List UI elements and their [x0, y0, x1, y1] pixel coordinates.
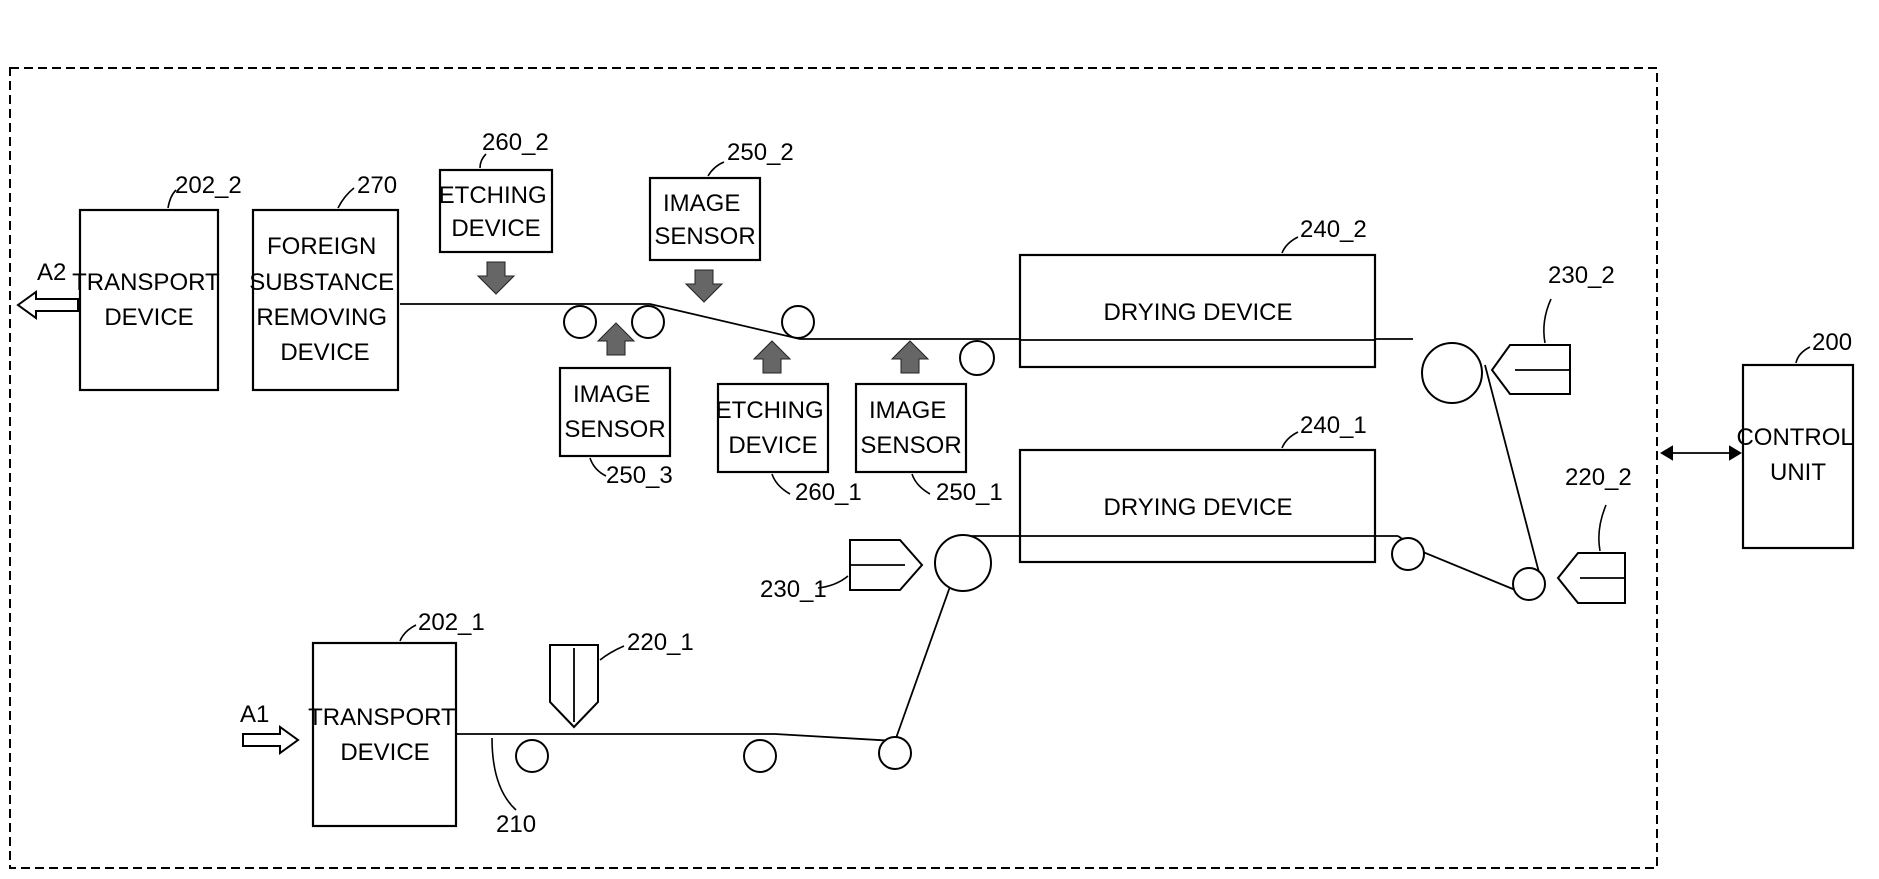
- image-sensor-2: IMAGE SENSOR 250_2: [650, 139, 794, 302]
- ref-230-2: 230_2: [1548, 262, 1615, 289]
- svg-text:DRYING DEVICE: DRYING DEVICE: [1104, 494, 1293, 521]
- roller: [632, 306, 664, 338]
- flow-label-a1: A1: [240, 701, 269, 728]
- arrow-left-icon: [1662, 447, 1672, 459]
- ref-240-2: 240_2: [1300, 216, 1367, 243]
- ref-250-1: 250_1: [936, 479, 1003, 506]
- nozzle-220-1: 220_1: [550, 629, 694, 727]
- roller: [744, 740, 776, 772]
- system-boundary: [10, 68, 1657, 868]
- roller: [960, 341, 994, 375]
- nozzle-230-1: 230_1: [760, 540, 922, 603]
- ref-250-3: 250_3: [606, 462, 673, 489]
- transport-device-2: TRANSPORT DEVICE 202_2: [72, 172, 242, 390]
- ref-200: 200: [1812, 329, 1852, 356]
- ref-240-1: 240_1: [1300, 412, 1367, 439]
- ref-260-1: 260_1: [795, 479, 862, 506]
- roller: [1392, 538, 1424, 570]
- input-arrow-a1: A1: [240, 701, 298, 753]
- nozzle-220-2: 220_2: [1558, 464, 1632, 603]
- arrow-up-icon: [754, 341, 790, 373]
- nozzle-230-2: 230_2: [1492, 262, 1615, 394]
- control-unit: CONTROL UNIT 200: [1662, 329, 1860, 548]
- ref-220-1: 220_1: [627, 629, 694, 656]
- ref-270: 270: [357, 172, 397, 199]
- ref-250-2: 250_2: [727, 139, 794, 166]
- etching-device-1: ETCHING DEVICE 260_1: [716, 341, 862, 506]
- arrow-down-icon: [478, 262, 514, 294]
- etching-device-2: ETCHING DEVICE 260_2: [439, 129, 554, 294]
- roller: [1513, 568, 1545, 600]
- roller: [879, 737, 911, 769]
- drying-device-2: DRYING DEVICE 240_2: [1020, 216, 1375, 367]
- ref-260-2: 260_2: [482, 129, 549, 156]
- output-arrow-a2: A2: [18, 259, 78, 318]
- roller: [1422, 343, 1482, 403]
- image-sensor-3: IMAGE SENSOR 250_3: [560, 323, 673, 489]
- transport-device-1: TRANSPORT DEVICE 202_1: [308, 609, 485, 826]
- arrow-left-icon: [18, 292, 78, 318]
- roller: [935, 535, 991, 591]
- ref-202-2: 202_2: [175, 172, 242, 199]
- arrow-right-icon: [243, 727, 298, 753]
- arrow-up-icon: [892, 341, 928, 373]
- flow-label-a2: A2: [37, 259, 66, 286]
- foreign-substance-removing-device: FOREIGN SUBSTANCE REMOVING DEVICE 270: [249, 172, 401, 390]
- ref-220-2: 220_2: [1565, 464, 1632, 491]
- drying-device-1: DRYING DEVICE 240_1: [1020, 412, 1375, 562]
- roller: [782, 306, 814, 338]
- arrow-down-icon: [686, 270, 722, 302]
- roller: [516, 740, 548, 772]
- svg-text:DRYING DEVICE: DRYING DEVICE: [1104, 299, 1293, 326]
- ref-210: 210: [496, 811, 536, 838]
- ref-230-1: 230_1: [760, 576, 827, 603]
- ref-202-1: 202_1: [418, 609, 485, 636]
- roller: [564, 306, 596, 338]
- arrow-up-icon: [598, 323, 634, 355]
